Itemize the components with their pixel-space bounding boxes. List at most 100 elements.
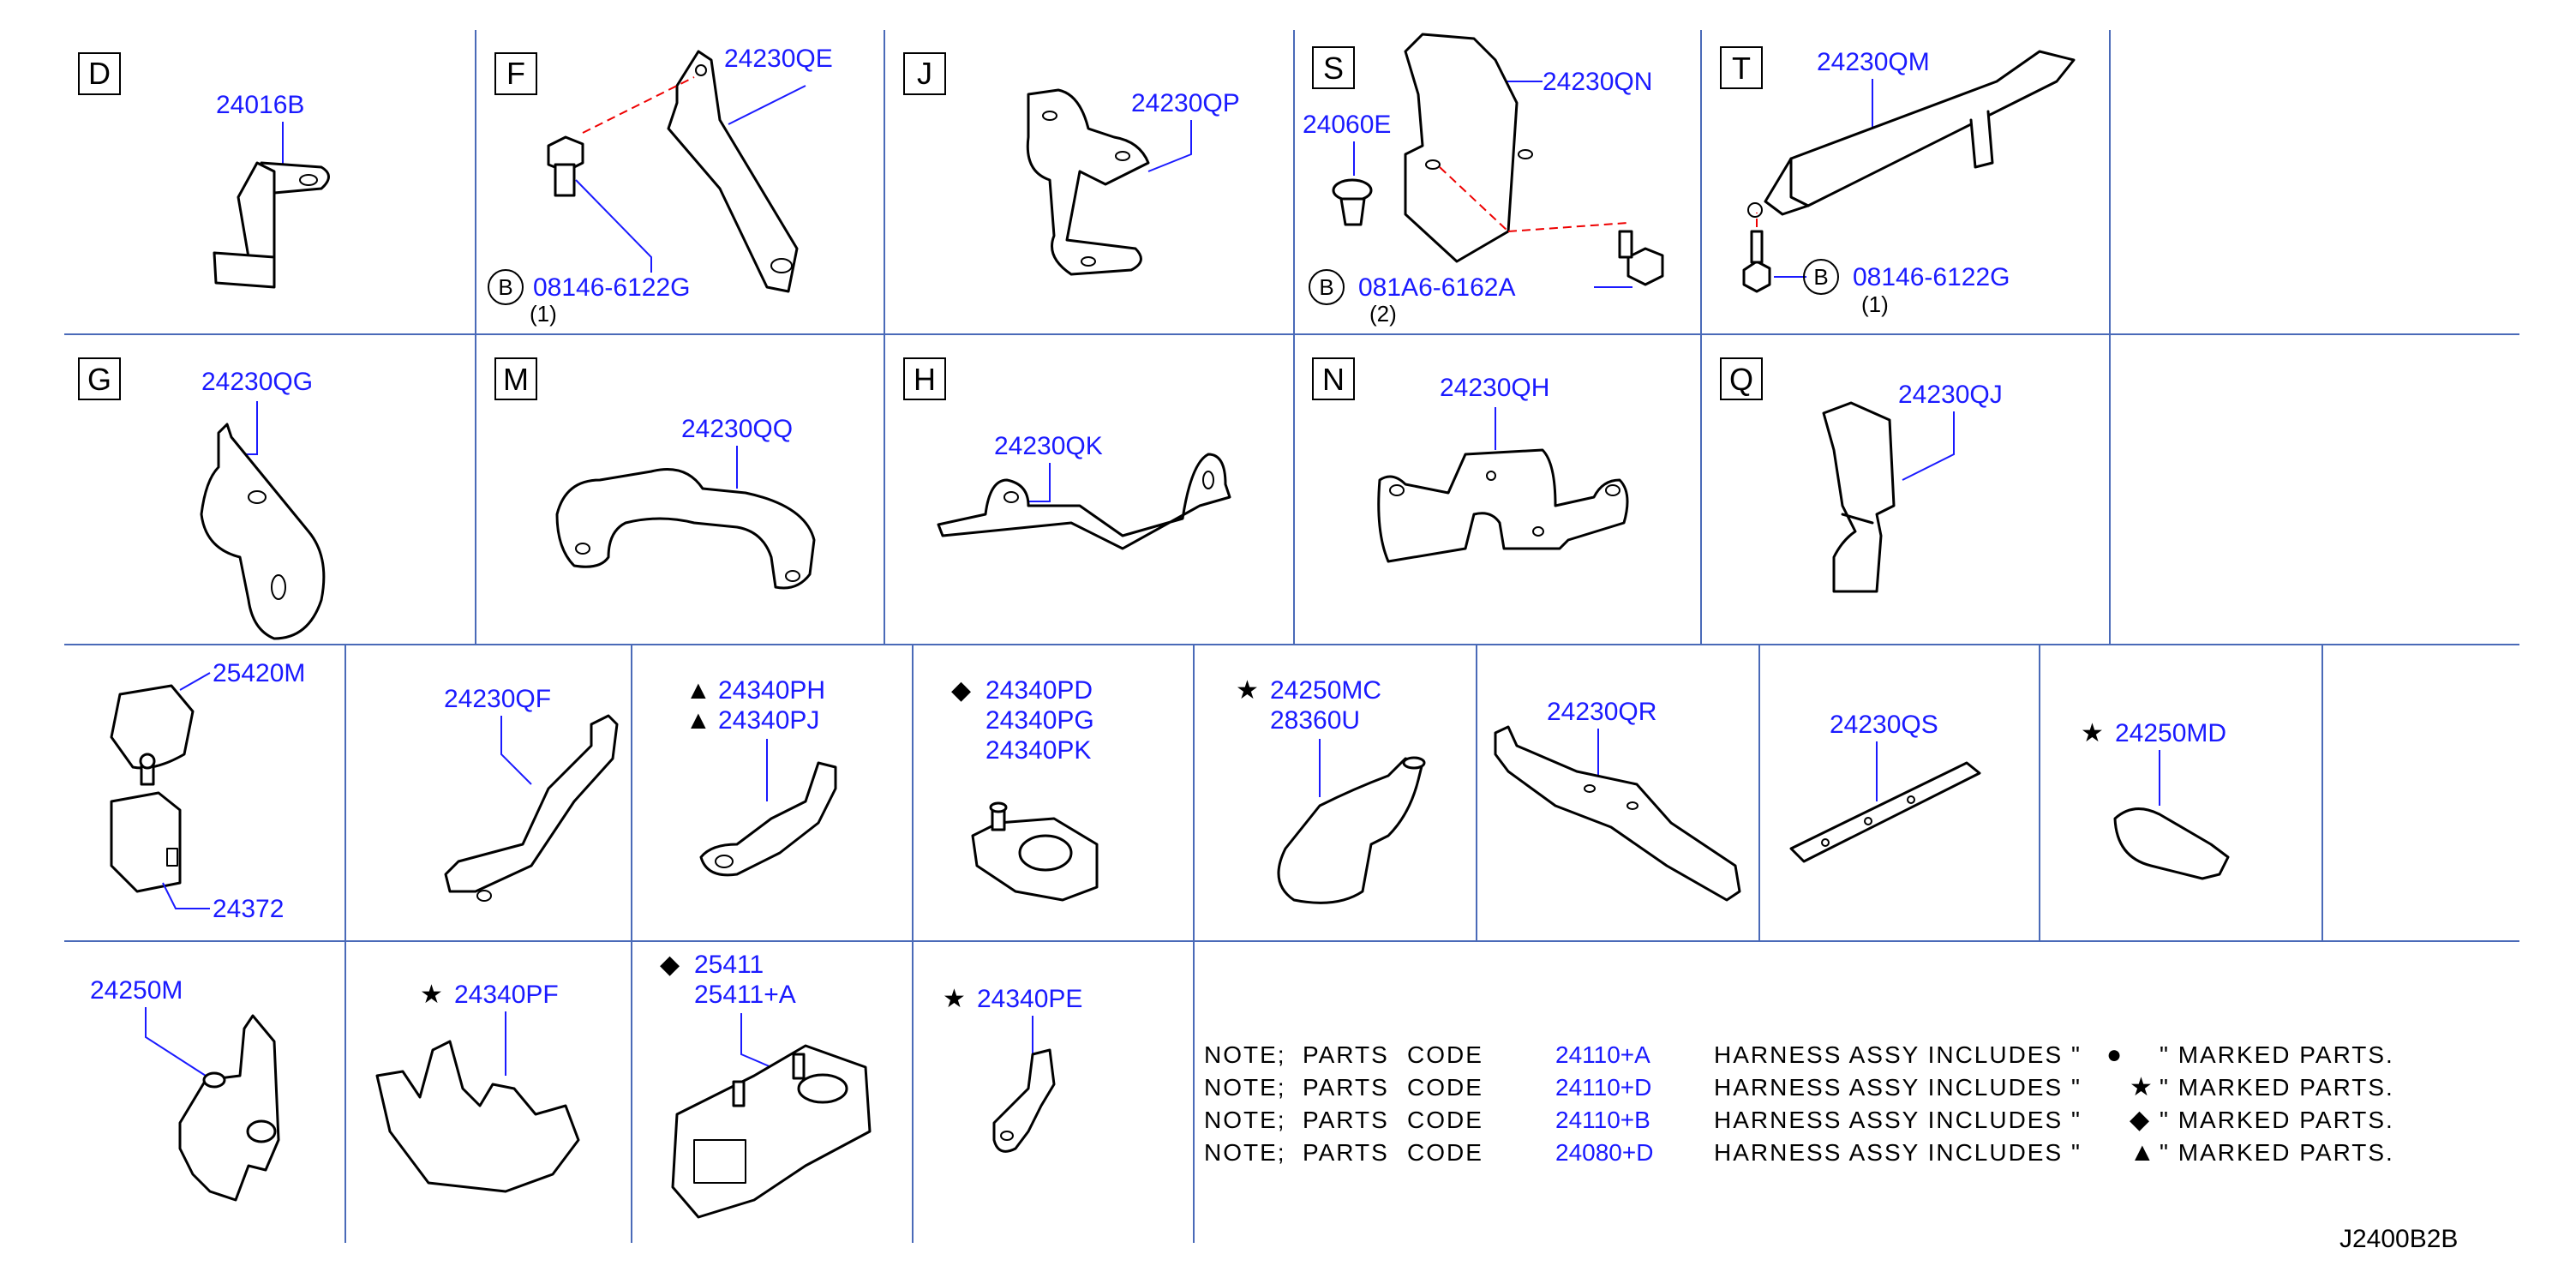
part-bracket-24230qp: [1026, 88, 1150, 276]
star-icon: ★: [420, 981, 443, 1009]
svg-text:G: G: [87, 362, 111, 397]
cell-24250md: ★ 24250MD: [2081, 719, 2230, 880]
svg-text:B: B: [498, 274, 512, 300]
star-icon: ★: [2081, 719, 2104, 747]
svg-text:PARTS: PARTS: [1303, 1074, 1389, 1101]
svg-text:M: M: [503, 362, 529, 397]
cell-24230qr: 24230QR: [1494, 698, 1741, 902]
svg-text:PARTS: PARTS: [1303, 1107, 1389, 1133]
svg-text:081A6-6162A: 081A6-6162A: [1358, 273, 1516, 302]
part-cover-25420m: [110, 684, 195, 770]
svg-text:B: B: [1813, 264, 1828, 290]
part-bracket-24230qk: [937, 453, 1231, 550]
cell-24340pd: ◆ 24340PD 24340PG 24340PK: [951, 676, 1099, 902]
svg-text:F: F: [506, 56, 525, 91]
svg-text:24230QM: 24230QM: [1817, 48, 1930, 76]
part-bracket-24230qr: [1494, 725, 1741, 902]
part-terminal-24340pd: [971, 801, 1099, 902]
section-n: N 24230QH: [1312, 357, 1629, 563]
cell-24250mc: ★ 24250MC 28360U: [1236, 676, 1426, 904]
svg-text:HARNESS ASSY INCLUDES ": HARNESS ASSY INCLUDES ": [1714, 1074, 2082, 1101]
svg-text:CODE: CODE: [1407, 1074, 1483, 1101]
svg-text:" MARKED PARTS.: " MARKED PARTS.: [2160, 1139, 2394, 1166]
svg-text:NOTE;: NOTE;: [1204, 1041, 1286, 1068]
svg-text:08146-6122G: 08146-6122G: [1853, 263, 2010, 291]
svg-text:08146-6122G: 08146-6122G: [533, 273, 691, 302]
part-bracket-24230qm: [1747, 50, 2076, 218]
star-icon: ★: [2130, 1073, 2153, 1101]
part-fusible-link-25411: [671, 1044, 872, 1219]
notes: NOTE; PARTS CODE 24110+A HARNESS ASSY IN…: [1204, 1041, 2394, 1167]
svg-text:24230QJ: 24230QJ: [1898, 381, 2003, 409]
svg-text:(2): (2): [1369, 301, 1397, 327]
svg-text:24230QK: 24230QK: [994, 432, 1103, 460]
svg-text:PARTS: PARTS: [1303, 1139, 1389, 1166]
part-boot-24250mc: [1277, 756, 1426, 904]
svg-text:24230QP: 24230QP: [1131, 89, 1240, 117]
cell-24340ph: ▲ 24340PH ▲ 24340PJ: [686, 676, 837, 877]
part-boot-24250md: [2113, 807, 2230, 880]
svg-text:24340PH: 24340PH: [718, 676, 825, 705]
svg-text:24060E: 24060E: [1303, 111, 1391, 139]
section-f: F 24230QE B 08146-6122G (1): [488, 45, 833, 327]
cell-24340pe: ★ 24340PE: [943, 985, 1082, 1153]
part-bracket-24230qg: [200, 423, 326, 640]
svg-text:24250MC: 24250MC: [1270, 676, 1381, 705]
triangle-icon: ▲: [2130, 1138, 2155, 1167]
svg-text:24110+A: 24110+A: [1555, 1041, 1650, 1068]
svg-text:24372: 24372: [213, 895, 284, 923]
cell-24230qf: 24230QF: [444, 685, 619, 902]
part-bracket-24230qe: [667, 50, 799, 293]
part-bracket-24230qn: [1404, 33, 1533, 263]
note-line: NOTE; PARTS CODE 24110+D HARNESS ASSY IN…: [1204, 1073, 2394, 1101]
section-j: J 24230QP: [903, 52, 1240, 276]
svg-text:24250MD: 24250MD: [2115, 719, 2226, 747]
svg-text:(1): (1): [530, 301, 557, 327]
svg-text:24230QR: 24230QR: [1547, 698, 1656, 726]
cell-24340pf: ★ 24340PF: [375, 981, 580, 1193]
svg-text:24250M: 24250M: [90, 976, 183, 1005]
svg-text:" MARKED PARTS.: " MARKED PARTS.: [2160, 1107, 2394, 1133]
diamond-icon: ◆: [660, 951, 680, 979]
section-q: Q 24230QJ: [1720, 357, 2003, 593]
diamond-icon: ◆: [2130, 1106, 2149, 1134]
clip-icon: [1332, 178, 1373, 226]
svg-text:24340PG: 24340PG: [985, 706, 1094, 735]
svg-text:24080+D: 24080+D: [1555, 1139, 1653, 1166]
svg-text:" MARKED PARTS.: " MARKED PARTS.: [2160, 1074, 2394, 1101]
section-label: D: [88, 56, 111, 91]
part-bracket-24230qf: [444, 714, 619, 902]
svg-text:24230QS: 24230QS: [1830, 711, 1938, 739]
part-bracket-24230qh: [1377, 448, 1629, 563]
svg-text:B: B: [1319, 274, 1333, 300]
diagram-id: J2400B2B: [2339, 1225, 2458, 1253]
svg-text:CODE: CODE: [1407, 1139, 1483, 1166]
svg-text:S: S: [1323, 51, 1344, 86]
svg-text:25411+A: 25411+A: [694, 981, 796, 1009]
part-holder-24372: [110, 753, 182, 893]
svg-text:24230QF: 24230QF: [444, 685, 551, 713]
cell-24250m: 24250M: [90, 976, 280, 1202]
svg-text:(1): (1): [1861, 291, 1889, 317]
section-m: M 24230QQ: [494, 357, 816, 590]
section-t: T 24230QM B 08146-6122G (1): [1720, 46, 2076, 317]
svg-text:25411: 25411: [694, 951, 764, 979]
svg-text:T: T: [1732, 51, 1751, 86]
svg-text:NOTE;: NOTE;: [1204, 1074, 1286, 1101]
svg-text:N: N: [1322, 362, 1345, 397]
part-holder-24250m: [178, 1014, 280, 1202]
svg-text:28360U: 28360U: [1270, 706, 1360, 735]
part-bracket-24016b: [213, 161, 330, 289]
svg-text:24230QG: 24230QG: [201, 368, 313, 396]
svg-text:24340PF: 24340PF: [454, 981, 559, 1009]
svg-text:24340PK: 24340PK: [985, 736, 1091, 765]
grid-lines: [64, 30, 2519, 1243]
note-line: NOTE; PARTS CODE 24110+A HARNESS ASSY IN…: [1204, 1041, 2393, 1069]
section-g: G 24230QG: [78, 357, 326, 640]
svg-text:NOTE;: NOTE;: [1204, 1107, 1286, 1133]
svg-text:24110+B: 24110+B: [1555, 1107, 1650, 1133]
svg-text:HARNESS ASSY INCLUDES ": HARNESS ASSY INCLUDES ": [1714, 1139, 2082, 1166]
svg-text:24230QH: 24230QH: [1440, 374, 1549, 402]
svg-text:H: H: [914, 362, 936, 397]
